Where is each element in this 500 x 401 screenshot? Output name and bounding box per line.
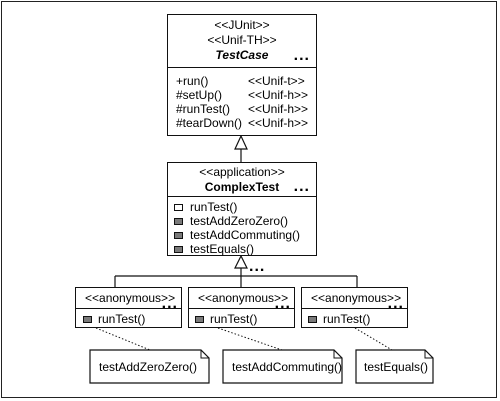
class-anonymous-3: <<anonymous>> ... runTest()	[301, 287, 408, 328]
filled-visibility-icon	[174, 246, 183, 253]
complextest-op: runTest()	[190, 200, 238, 214]
note-shape-3	[355, 349, 434, 384]
anonymous-1-stereotype: <<anonymous>>	[85, 291, 176, 305]
note-anchor-2	[217, 327, 283, 351]
testcase-op-name: #setUp()	[176, 88, 223, 102]
filled-visibility-icon	[174, 232, 183, 239]
class-anonymous-2: <<anonymous>> ... runTest()	[188, 287, 295, 328]
testcase-class-name: TestCase	[215, 48, 269, 62]
filled-visibility-icon	[308, 316, 317, 323]
complextest-op: testAddCommuting()	[190, 228, 301, 242]
more-subclasses-ellipsis: ...	[249, 258, 266, 275]
generalization-arrowhead-testcase	[234, 134, 248, 150]
testcase-stereotype-unif-th: <<Unif-TH>>	[207, 33, 277, 47]
note-2: testAddCommuting()	[223, 350, 342, 383]
note-shape-2	[222, 349, 343, 384]
complextest-class-name: ComplexTest	[204, 180, 280, 194]
note-3-text: testEquals()	[364, 360, 429, 374]
note-fold-1	[200, 350, 209, 359]
note-anchor-1	[95, 327, 151, 351]
note-fold-2	[333, 350, 342, 359]
anonymous-2-name-compartment: <<anonymous>> ...	[189, 288, 294, 312]
note-shape-1	[89, 349, 210, 384]
testcase-stereotype-junit: <<JUnit>>	[214, 18, 270, 32]
note-3: testEquals()	[356, 350, 433, 383]
testcase-name-compartment: <<JUnit>> <<Unif-TH>> TestCase ...	[168, 15, 316, 68]
anonymous-2-operations-compartment: runTest()	[189, 309, 294, 327]
public-visibility-icon	[174, 204, 183, 211]
anonymous-1-op: runTest()	[98, 312, 146, 326]
complextest-op: testAddZeroZero()	[190, 214, 289, 228]
class-complextest: <<application>> ComplexTest ... runTest(…	[167, 162, 317, 256]
anonymous-2-ellipsis: ...	[274, 295, 291, 312]
testcase-op-name: #tearDown()	[176, 116, 243, 130]
testcase-op-stereotype: <<Unif-t>>	[248, 74, 305, 88]
complextest-operations-compartment: runTest() testAddZeroZero() testAddCommu…	[168, 197, 316, 256]
testcase-op-stereotype: <<Unif-h>>	[248, 88, 309, 102]
testcase-op-stereotype: <<Unif-h>>	[248, 102, 309, 116]
anonymous-1-ellipsis: ...	[161, 295, 178, 312]
filled-visibility-icon	[83, 316, 92, 323]
anonymous-2-op: runTest()	[210, 312, 258, 326]
anonymous-1-operations-compartment: runTest()	[76, 309, 181, 327]
complextest-stereotype: <<application>>	[199, 165, 285, 179]
anonymous-2-stereotype: <<anonymous>>	[198, 291, 289, 305]
note-1: testAddZeroZero()	[90, 350, 209, 383]
anonymous-3-operations-compartment: runTest()	[302, 309, 407, 327]
testcase-operations-compartment: +run() <<Unif-t>> #setUp() <<Unif-h>> #r…	[168, 68, 316, 135]
testcase-op-name: +run()	[176, 74, 209, 88]
anonymous-3-stereotype: <<anonymous>>	[311, 291, 402, 305]
note-fold-3	[424, 350, 433, 359]
note-2-text: testAddCommuting()	[232, 360, 343, 374]
filled-visibility-icon	[195, 316, 204, 323]
filled-visibility-icon	[174, 218, 183, 225]
testcase-op-stereotype: <<Unif-h>>	[248, 116, 309, 130]
note-1-text: testAddZeroZero()	[99, 360, 198, 374]
generalization-arrowhead-complextest	[234, 254, 248, 269]
anonymous-3-op: runTest()	[323, 312, 371, 326]
anonymous-1-name-compartment: <<anonymous>> ...	[76, 288, 181, 312]
complextest-op: testEquals()	[190, 242, 255, 256]
class-testcase: <<JUnit>> <<Unif-TH>> TestCase ... +run(…	[167, 14, 317, 136]
testcase-ellipsis: ...	[293, 47, 310, 64]
note-anchor-3	[354, 327, 393, 351]
anonymous-3-ellipsis: ...	[387, 295, 404, 312]
class-anonymous-1: <<anonymous>> ... runTest()	[75, 287, 182, 328]
anonymous-3-name-compartment: <<anonymous>> ...	[302, 288, 407, 312]
testcase-op-name: #runTest()	[176, 102, 231, 116]
complextest-ellipsis: ...	[293, 178, 310, 195]
complextest-name-compartment: <<application>> ComplexTest ...	[168, 163, 316, 197]
